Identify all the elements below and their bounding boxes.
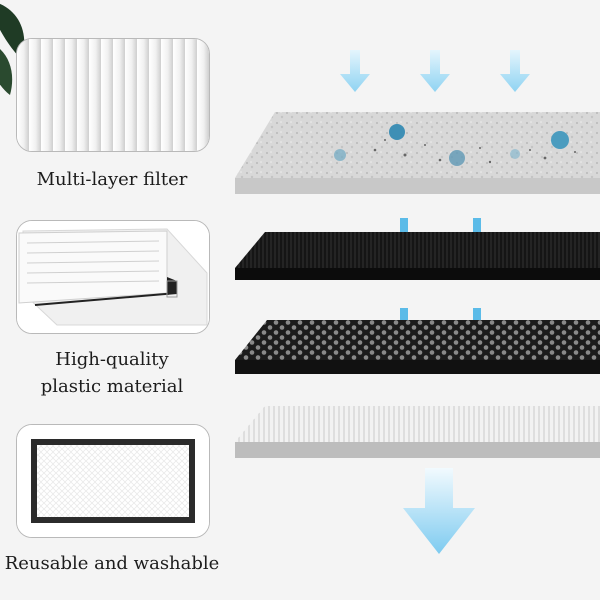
filter-frame-image xyxy=(17,221,209,333)
caption-line-1: High-quality xyxy=(55,349,169,370)
multi-layer-filter-caption: Multi-layer filter xyxy=(36,169,188,190)
reusable-washable-caption: Reusable and washable xyxy=(4,553,220,574)
reusable-washable-card xyxy=(16,424,210,538)
multi-layer-filter-card xyxy=(16,38,210,152)
plastic-material-card xyxy=(16,220,210,334)
honeycomb-carbon-layer xyxy=(235,320,600,374)
caption-line-2: plastic material xyxy=(40,376,184,397)
filter-front-view-image xyxy=(17,425,209,537)
filtration-layers-diagram xyxy=(235,50,600,554)
pre-filter-layer xyxy=(235,112,600,194)
airflow-arrow-icon xyxy=(340,50,530,92)
hepa-pleated-layer xyxy=(235,406,600,458)
plastic-material-caption: High-quality plastic material xyxy=(0,346,224,400)
clean-air-arrow-icon xyxy=(403,468,475,554)
pleated-filter-image xyxy=(17,39,209,151)
carbon-mesh-layer xyxy=(235,232,600,280)
